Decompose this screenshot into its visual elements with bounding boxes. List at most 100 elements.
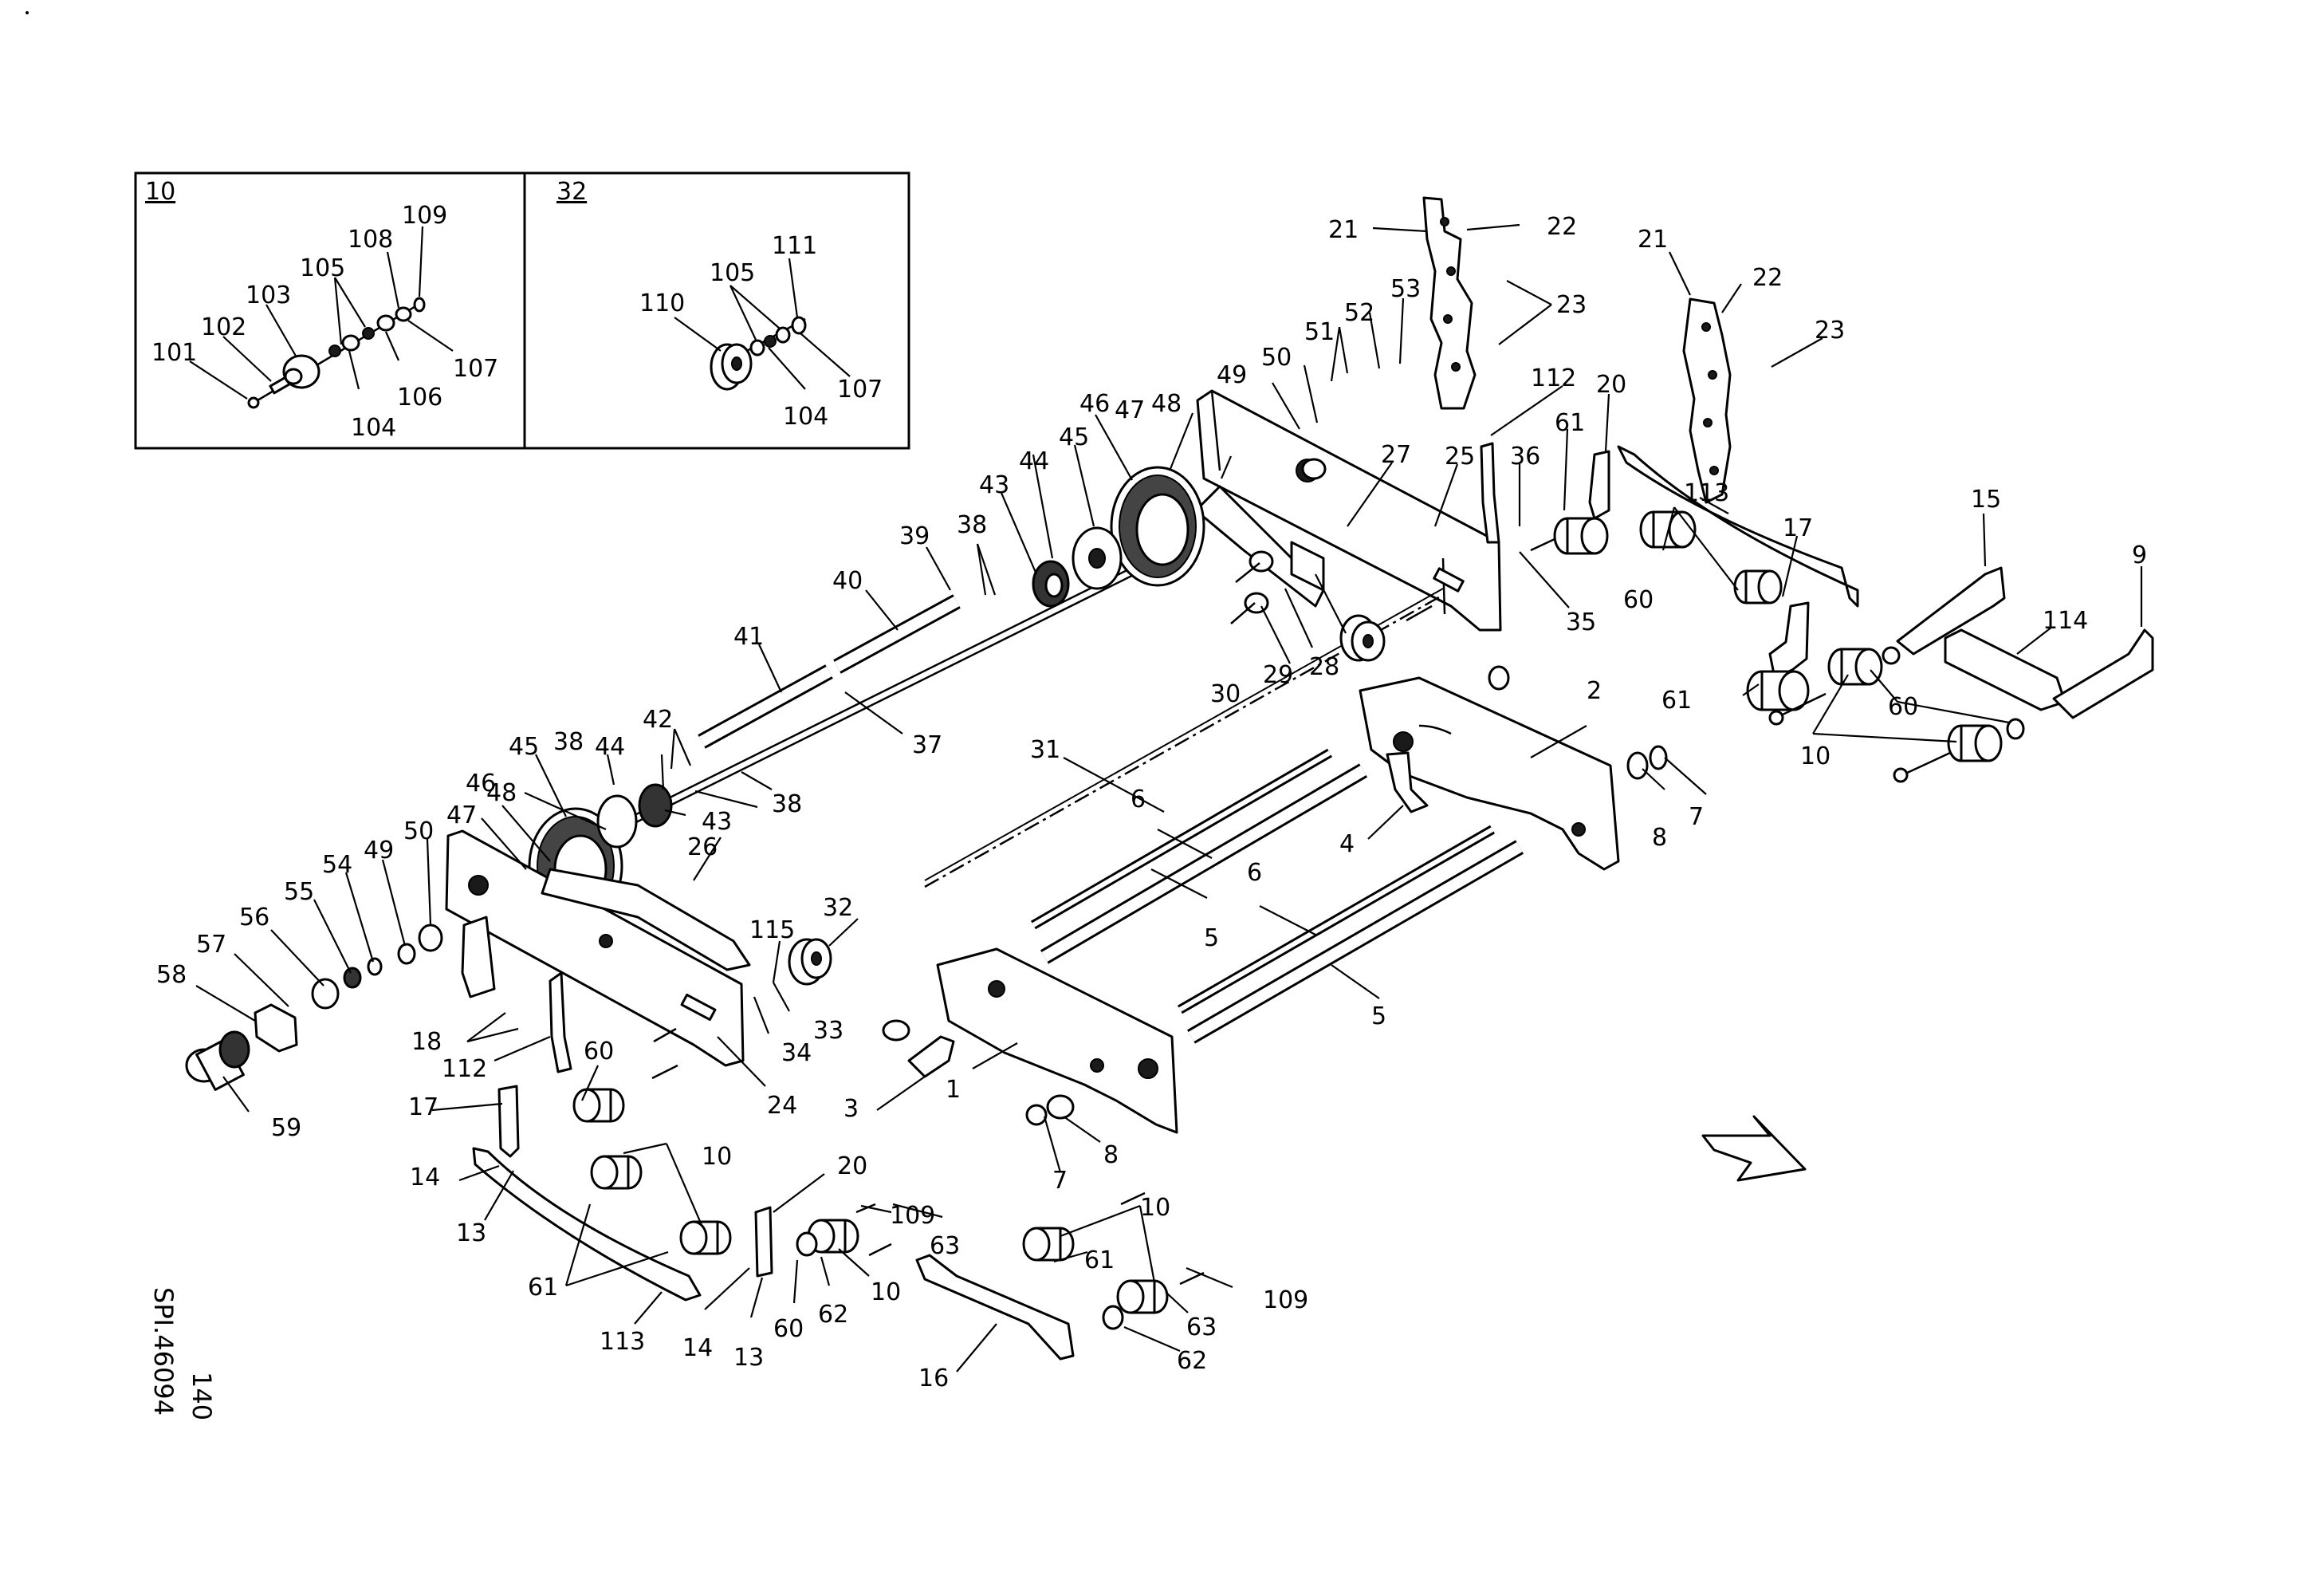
callout-41: 41 [733, 623, 764, 651]
callout-8-lower: 8 [1103, 1141, 1119, 1169]
lever-20-right [1588, 450, 1610, 520]
callout-51: 51 [1304, 318, 1335, 346]
callout-3: 3 [843, 1095, 859, 1123]
lever-112-left [549, 971, 572, 1073]
gear-46-upper [1110, 466, 1205, 587]
callout-4: 4 [1339, 830, 1355, 858]
callout-2: 2 [1587, 677, 1602, 705]
callout-61-bottom: 61 [1084, 1246, 1115, 1274]
bushing-group-left [572, 1088, 859, 1257]
callout-113-lower: 113 [600, 1328, 645, 1356]
callout-109-bottom: 109 [1263, 1286, 1308, 1314]
callout-103: 103 [246, 282, 291, 309]
callout-23a: 23 [1556, 291, 1587, 319]
callout-60-left: 60 [584, 1038, 614, 1065]
callout-38-lower-a: 38 [553, 728, 584, 756]
callout-57: 57 [196, 931, 226, 959]
side-plate-21b [1682, 297, 1732, 504]
callout-54: 54 [322, 851, 352, 879]
callout-50-lower: 50 [403, 817, 434, 845]
callout-46-upper: 46 [1079, 390, 1110, 418]
bracket-16 [915, 1254, 1075, 1361]
rod-5-lower [1186, 840, 1524, 1044]
callout-46-lower: 46 [466, 770, 496, 798]
bracket-20-lower [754, 1206, 773, 1278]
callout-31: 31 [1030, 736, 1060, 764]
callout-6-upper: 6 [1131, 786, 1146, 813]
callout-110: 110 [639, 289, 685, 317]
callout-17-upper: 17 [1783, 514, 1813, 542]
bracket-58 [254, 1003, 298, 1053]
callout-58: 58 [156, 961, 187, 989]
callout-6-lower: 6 [1247, 859, 1262, 887]
callout-10-left: 10 [702, 1143, 732, 1171]
detail-box-10: 10 101 102 103 [134, 171, 526, 450]
detail-box-32: 32 110 105 111 107 104 [523, 171, 910, 450]
pulley-28 [1339, 614, 1386, 662]
callout-49-upper: 49 [1217, 361, 1247, 389]
guide-26 [541, 868, 751, 971]
callout-61-right: 61 [1661, 687, 1692, 715]
callout-22b: 22 [1752, 264, 1783, 292]
callout-115: 115 [749, 916, 795, 944]
callout-49-lower: 49 [364, 837, 394, 864]
callout-107: 107 [453, 355, 498, 383]
callout-23b: 23 [1815, 317, 1845, 345]
bracket-17-right [1768, 601, 1810, 679]
callout-105: 105 [300, 254, 345, 282]
callout-60-lower: 60 [773, 1315, 804, 1343]
bushing-group-60-right [1639, 510, 1783, 605]
bracket-17-left [497, 1085, 520, 1158]
callout-5-upper: 5 [1204, 924, 1219, 952]
callout-111: 111 [772, 232, 817, 260]
drawing-id: SPI.46094 [148, 1287, 179, 1416]
callout-21a: 21 [1328, 216, 1359, 244]
callout-7-lower: 7 [1052, 1167, 1068, 1195]
callout-13-lower: 13 [733, 1344, 764, 1372]
callout-105b: 105 [710, 259, 755, 287]
callout-21b: 21 [1638, 226, 1668, 254]
callout-44-lower: 44 [595, 733, 625, 761]
gear-44-upper [1032, 560, 1070, 608]
callout-109-lower: 109 [890, 1202, 935, 1230]
bracket-15 [1896, 566, 2006, 656]
callout-40: 40 [832, 567, 863, 595]
callout-62-lower: 62 [818, 1301, 848, 1329]
callout-43-upper: 43 [979, 471, 1009, 499]
callout-104: 104 [351, 414, 396, 442]
guide-rail-113-right [1617, 445, 1859, 608]
callout-14-lower: 14 [682, 1334, 713, 1362]
bracket-3 [907, 1035, 955, 1078]
side-frame-25 [1196, 389, 1502, 632]
callout-50-upper: 50 [1261, 344, 1292, 372]
callout-32: 32 [823, 894, 853, 922]
callout-34: 34 [781, 1039, 812, 1067]
callout-61-upper: 61 [1555, 409, 1585, 437]
callout-59: 59 [271, 1114, 301, 1142]
callout-10-bottom: 10 [1140, 1194, 1170, 1222]
callout-56: 56 [239, 904, 269, 931]
callout-17-lower: 17 [408, 1093, 438, 1121]
motor-59 [185, 1030, 250, 1091]
bushing-61-upper [1553, 517, 1609, 555]
callout-112-lower: 112 [442, 1055, 487, 1083]
callout-39: 39 [899, 522, 930, 550]
callout-27: 27 [1381, 441, 1411, 469]
callout-15: 15 [1971, 486, 2001, 514]
callout-108: 108 [348, 226, 393, 254]
guide-rail-113-left [472, 1147, 702, 1302]
callout-60-upper: 60 [1623, 586, 1654, 614]
callout-24: 24 [767, 1092, 797, 1120]
callout-62-bottom: 62 [1177, 1347, 1207, 1375]
callout-16: 16 [918, 1365, 949, 1392]
callout-9: 9 [2132, 542, 2147, 569]
callout-113-upper: 113 [1684, 479, 1729, 507]
callout-60-right: 60 [1888, 693, 1918, 721]
callout-20-lower: 20 [837, 1152, 867, 1180]
callout-52: 52 [1344, 299, 1374, 327]
pulley-32 [788, 938, 832, 986]
rod-6-upper [1030, 748, 1333, 930]
callout-10-lower: 10 [871, 1278, 901, 1306]
callout-53: 53 [1390, 275, 1421, 303]
rod-40 [833, 594, 961, 674]
